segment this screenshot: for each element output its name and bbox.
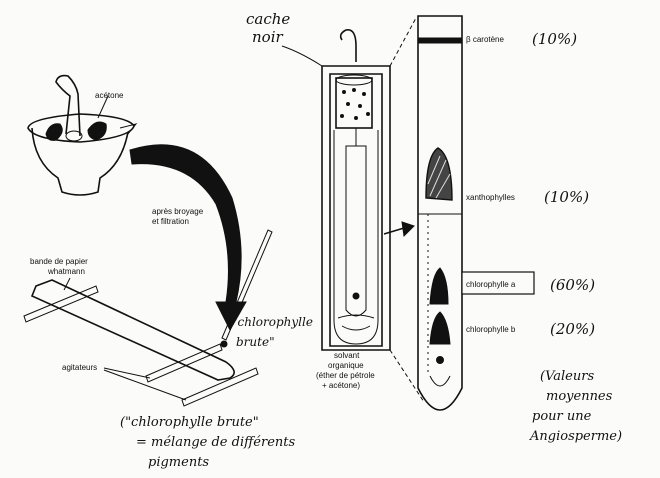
band-chlorophyll-a: chlorophylle a (466, 280, 516, 289)
mortar-and-pestle: acétone (27, 74, 138, 196)
average-note-line3: pour une (532, 409, 592, 424)
average-note-line4: Angiosperme) (529, 429, 622, 444)
enlarged-chromatogram (417, 15, 463, 411)
pct-chlorophyll-b: (20%) (550, 320, 595, 338)
chlorophyll-b-spot (429, 311, 451, 345)
pct-xanthophylls: (10%) (544, 188, 589, 206)
average-note-line2: moyennes (546, 389, 613, 404)
black-cover-line1: cache (246, 10, 290, 28)
definition-note-line2: = mélange de différents (136, 435, 296, 450)
zoom-guide-bottom (389, 349, 425, 403)
origin-spot (436, 356, 444, 364)
paper-strip-label2: whatmann (47, 267, 85, 276)
paper-strip-setup: bande de papier whatmann agitateurs "chl… (23, 229, 313, 407)
stirrers-label: agitateurs (62, 363, 97, 372)
crude-chlorophyll-line2: brute" (236, 335, 275, 349)
solvent-line2: organique (328, 361, 364, 370)
zoom-arrow (383, 227, 405, 235)
solvent-line1: solvant (334, 351, 360, 360)
chromatography-tube: cache noir solvant organique (éther de p… (246, 10, 391, 390)
after-grinding-line2: et filtration (152, 217, 189, 226)
crude-chlorophyll-line1: "chlorophylle (232, 315, 313, 329)
solvent-line3: (éther de pétrole (316, 371, 375, 380)
band-xanthophylls: xanthophylles (466, 193, 515, 202)
definition-note-line1: ("chlorophylle brute" (120, 415, 259, 430)
solvent-line4: + acétone) (322, 381, 360, 390)
chlorophyll-a-callout (461, 271, 535, 295)
pct-beta-carotene: (10%) (532, 30, 577, 48)
band-beta-carotene: β carotène (466, 35, 505, 44)
zoom-guide-top (389, 17, 417, 67)
acetone-label: acétone (95, 91, 124, 100)
pct-chlorophyll-a: (60%) (550, 276, 595, 294)
chlorophyll-a-spot (429, 267, 449, 305)
black-cover-line2: noir (252, 28, 283, 46)
transfer-arrow (129, 144, 247, 332)
paper-strip-label1: bande de papier (30, 257, 88, 266)
definition-note-line3: pigments (148, 455, 209, 470)
band-chlorophyll-b: chlorophylle b (466, 325, 516, 334)
after-grinding-line1: après broyage (152, 207, 204, 216)
beta-carotene-band (417, 37, 463, 44)
average-note-line1: (Valeurs (540, 369, 594, 384)
